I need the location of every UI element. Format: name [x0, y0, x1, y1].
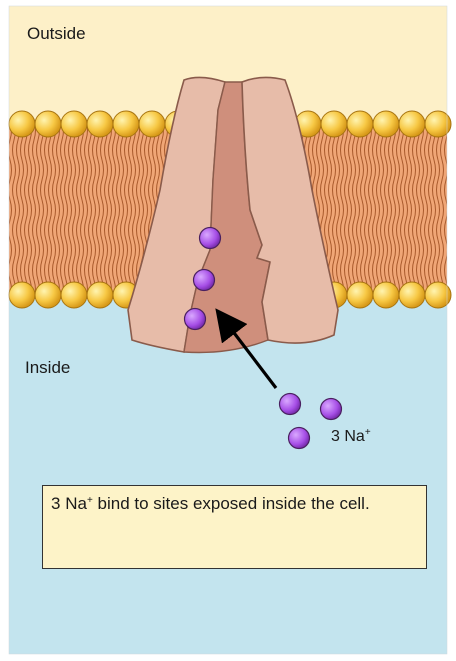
free-ion-2 [321, 399, 342, 420]
free-ion-3 [289, 428, 310, 449]
lipid-head-bottom [347, 282, 373, 308]
lipid-head-top [399, 111, 425, 137]
lipid-head-top [113, 111, 139, 137]
bound-ion-1 [200, 228, 221, 249]
inside-label: Inside [25, 358, 70, 378]
caption-box: 3 Na+ bind to sites exposed inside the c… [42, 485, 427, 569]
lipid-head-top [373, 111, 399, 137]
inside-fluid [9, 300, 447, 654]
lipid-head-top [139, 111, 165, 137]
caption-count: 3 [51, 494, 60, 513]
lipid-head-bottom [373, 282, 399, 308]
bound-ion-2 [194, 270, 215, 291]
free-ion-1 [280, 394, 301, 415]
caption-symbol: Na [65, 494, 87, 513]
ion-symbol: Na [344, 428, 364, 445]
lipid-head-top [35, 111, 61, 137]
lipid-head-top [347, 111, 373, 137]
ion-count: 3 [331, 428, 340, 445]
lipid-head-top [9, 111, 35, 137]
bound-ion-3 [185, 309, 206, 330]
outside-label: Outside [27, 24, 86, 44]
caption-text: 3 Na+ bind to sites exposed inside the c… [51, 492, 418, 516]
lipid-head-top [87, 111, 113, 137]
lipid-head-bottom [35, 282, 61, 308]
lipid-head-bottom [87, 282, 113, 308]
lipid-head-top [321, 111, 347, 137]
sodium-ion-label: 3 Na+ [331, 428, 371, 446]
lipid-head-bottom [399, 282, 425, 308]
lipid-head-bottom [61, 282, 87, 308]
lipid-head-bottom [9, 282, 35, 308]
caption-body: bind to sites exposed inside the cell. [93, 494, 370, 513]
ion-charge: + [365, 427, 371, 438]
lipid-head-top [61, 111, 87, 137]
